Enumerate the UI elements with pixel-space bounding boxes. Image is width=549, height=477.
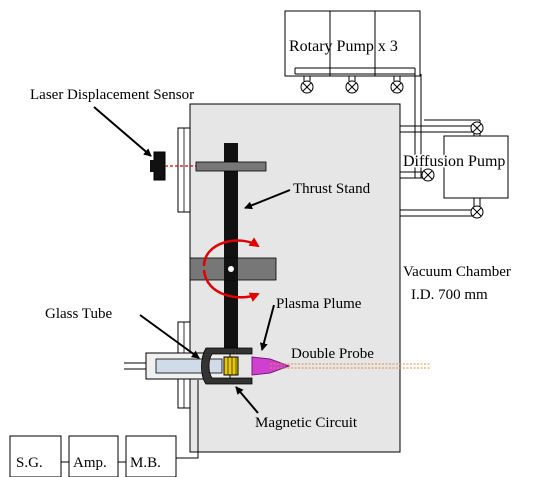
pump-valves [421,121,484,219]
electronics-rack [9,380,199,477]
laser-sensor-head [153,151,166,181]
diffusion-pump [443,135,509,199]
glass-tube-leader [139,314,200,359]
mb-cable [176,380,199,459]
laser-sensor-tab [150,160,155,172]
plasma-plume-label: Plasma Plume [276,296,362,312]
pump-piping [400,119,481,217]
thrust-stand-crossbar [195,161,267,172]
double-probe-label: Double Probe [291,346,374,362]
mb-label: M.B. [130,455,161,471]
rotary-pump-label: Rotary Pump x 3 [289,38,398,55]
amp-box [68,435,119,477]
vacuum-chamber-label: Vacuum Chamber [403,264,511,280]
pivot-point [228,266,234,272]
rf-coil [223,356,239,376]
glass-tube-label: Glass Tube [45,306,112,322]
rotary-pump-1 [284,10,331,77]
chamber-id-label: I.D. 700 mm [411,287,488,303]
magnetic-circuit-leader [235,386,259,414]
rotary-pump-2 [329,10,376,77]
mb-box [125,435,177,477]
sg-box [9,435,62,477]
amp-label: Amp. [73,455,107,471]
sg-label: S.G. [16,455,43,471]
diffusion-pump-label: Diffusion Pump [403,153,505,170]
rotary-pump-3 [374,10,421,77]
magnetic-circuit-label: Magnetic Circuit [255,415,358,431]
thrust-stand-leader [244,189,291,210]
magnetic-circuit-ring [201,347,253,385]
thruster-assembly [124,347,291,385]
thrust-stand-label: Thrust Stand [293,181,371,197]
rotation-arrow-lower [202,269,260,302]
thrust-stand-pendulum [224,143,238,348]
laser-sensor-leader [93,106,152,157]
rotary-pump-valves [300,76,404,94]
upper-flange [177,127,191,213]
plasma-plume [251,356,291,376]
rotation-arrow-upper [202,237,260,267]
laser-sensor-label: Laser Displacement Sensor [30,87,194,103]
plasma-plume-leader [259,304,275,351]
